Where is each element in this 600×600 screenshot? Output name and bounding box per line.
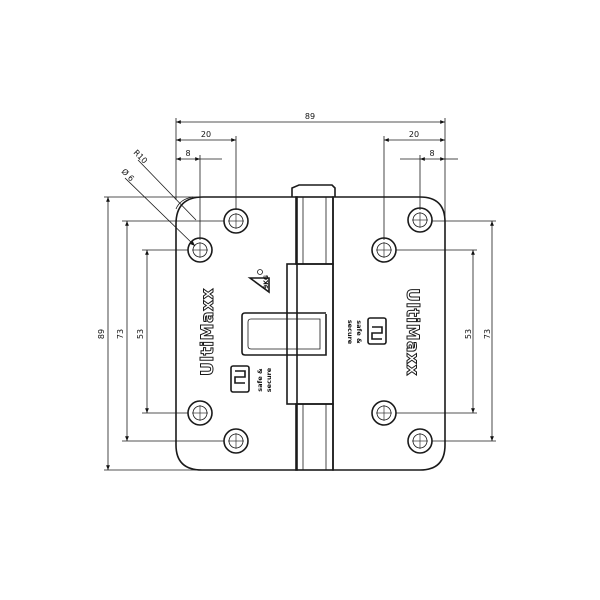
dim-left-outer-spacing: 73 [116,329,125,339]
screw-hole [187,400,213,426]
dim-right-edge-offset: 8 [429,149,434,158]
dimension-lines-left [104,196,224,471]
screw-hole [223,428,249,454]
sf-logo-left [230,365,250,393]
screw-hole [407,207,433,233]
safe-text-left: safe & [256,368,264,392]
left-hinge-leaf: UltiMaxx safe & secure 9KG [175,196,298,471]
leader-lines [124,159,197,247]
secure-text-left: secure [265,367,273,392]
dim-overall-height: 89 [97,329,106,339]
dim-left-edge-offset: 8 [185,149,190,158]
brand-logo-left: UltiMaxx [198,288,218,376]
dim-hole-diameter: Ø 6 [120,166,137,183]
sf-logo-right [367,317,387,345]
right-hinge-leaf: UltiMaxx safe & secure [332,196,446,471]
screw-hole [407,428,433,454]
dim-right-inner-spacing: 53 [464,329,473,339]
dim-right-hole-offset: 20 [409,130,419,139]
hinge-knuckle [241,184,336,471]
dim-left-inner-spacing: 53 [136,329,145,339]
dim-left-hole-offset: 20 [201,130,211,139]
secure-text-right: secure [346,320,354,345]
dim-right-outer-spacing: 73 [483,329,492,339]
dimension-lines-right [396,220,496,442]
screw-hole [187,237,213,263]
dim-overall-width: 89 [305,112,315,121]
weight-badge [247,269,270,294]
screw-hole [371,237,397,263]
safe-text-right: safe & [355,320,363,344]
brand-logo-right: UltiMaxx [402,288,422,376]
weight-badge-label: 9KG [263,275,270,289]
dimension-lines-top [175,118,458,240]
dim-corner-radius: R10 [132,148,150,166]
screw-hole [223,208,249,234]
screw-hole [371,400,397,426]
